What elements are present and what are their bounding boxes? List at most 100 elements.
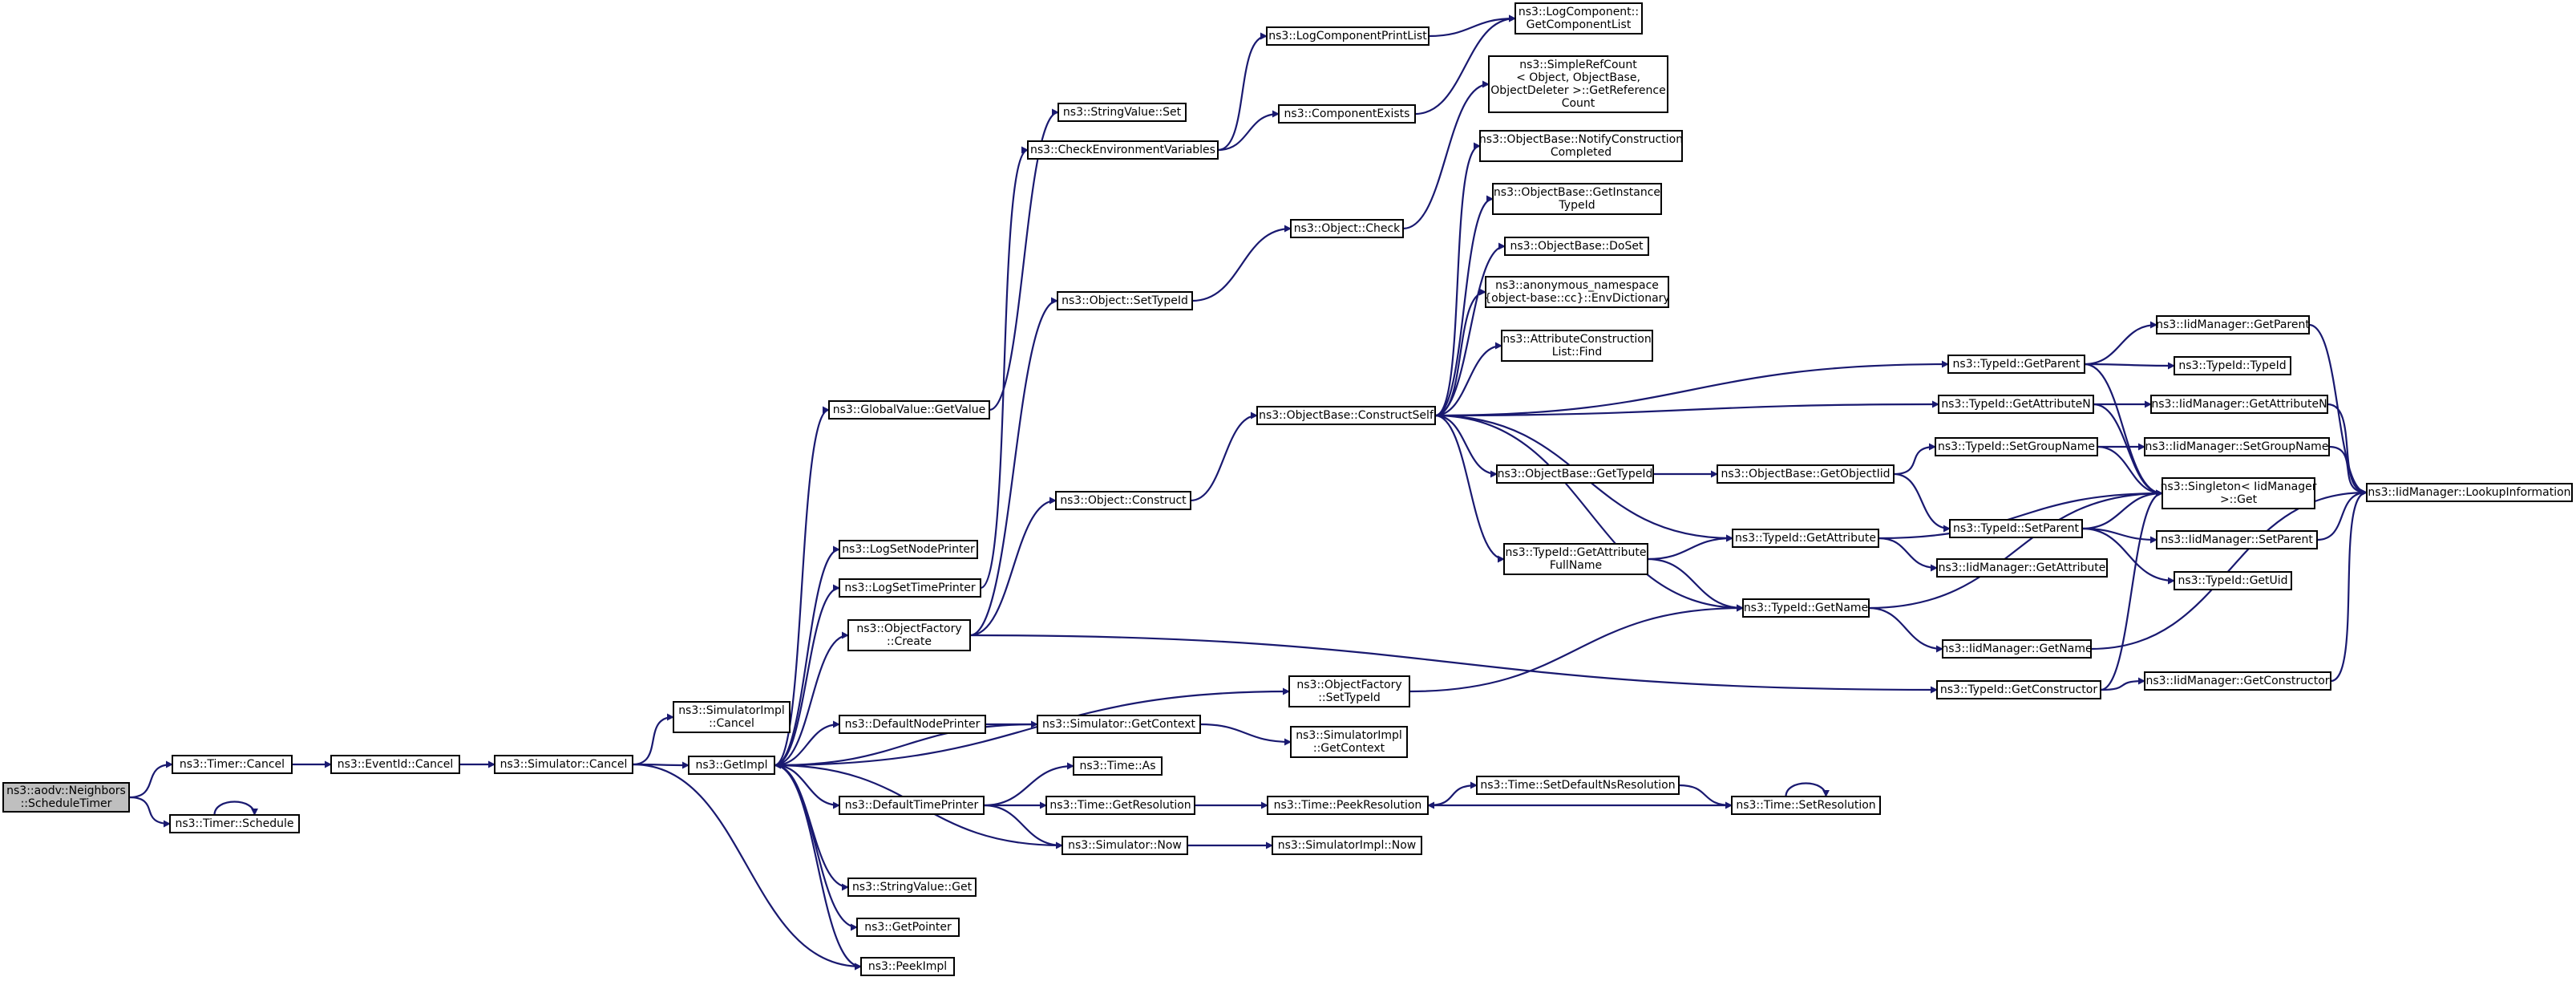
node-label: ns3::TypeId::TypeId	[2178, 359, 2286, 372]
node-typeid-getattribute[interactable]: ns3::TypeId::GetAttribute	[1732, 529, 1879, 548]
node-objectbase-gettypeid[interactable]: ns3::ObjectBase::GetTypeId	[1496, 464, 1654, 484]
node-box	[1288, 675, 1410, 707]
node-simulatorimpl-getcontext[interactable]: ns3::SimulatorImpl::GetContext	[1290, 726, 1408, 758]
node-simulatorimpl-cancel[interactable]: ns3::SimulatorImpl::Cancel	[673, 701, 791, 733]
node-label: ns3::Singleton< IidManager	[2161, 480, 2317, 493]
node-logcomponentprintlist[interactable]: ns3::LogComponentPrintList	[1266, 26, 1430, 46]
node-box	[1037, 715, 1201, 734]
node-peekimpl[interactable]: ns3::PeekImpl	[860, 957, 955, 976]
node-label: ns3::ObjectFactory	[1296, 679, 1401, 691]
node-objectfactory-settypeid[interactable]: ns3::ObjectFactory::SetTypeId	[1288, 675, 1410, 707]
node-timer-cancel[interactable]: ns3::Timer::Cancel	[172, 755, 293, 774]
node-box	[2150, 395, 2328, 414]
node-label: ::ScheduleTimer	[21, 797, 112, 810]
node-typeid-setgroupname[interactable]: ns3::TypeId::SetGroupName	[1935, 437, 2098, 456]
node-logsetnodeprinter[interactable]: ns3::LogSetNodePrinter	[839, 540, 978, 559]
node-label: ::Create	[887, 635, 932, 648]
node-iidmanager-setgroupname[interactable]: ns3::IidManager::SetGroupName	[2144, 437, 2330, 456]
node-iidmanager-getname[interactable]: ns3::IidManager::GetName	[1941, 639, 2093, 659]
node-objectfactory-create[interactable]: ns3::ObjectFactory::Create	[847, 619, 971, 651]
edge-getimpl-to-objectfactory-settypeid	[774, 687, 1290, 767]
node-typeid-typeid[interactable]: ns3::TypeId::TypeId	[2174, 356, 2291, 375]
node-iidmanager-setparent[interactable]: ns3::IidManager::SetParent	[2156, 530, 2318, 549]
node-box	[1266, 26, 1430, 46]
node-label: ns3::StringValue::Set	[1063, 106, 1182, 119]
node-label: ns3::Simulator::Now	[1068, 839, 1182, 852]
node-getimpl[interactable]: ns3::GetImpl	[688, 756, 775, 775]
node-objectbase-constructself[interactable]: ns3::ObjectBase::ConstructSelf	[1256, 406, 1436, 425]
node-time-setresolution[interactable]: ns3::Time::SetResolution	[1731, 796, 1881, 815]
node-checkenvvars[interactable]: ns3::CheckEnvironmentVariables	[1027, 140, 1219, 160]
node-box	[1062, 836, 1188, 855]
node-label: ns3::Time::PeekResolution	[1274, 799, 1422, 812]
edge-objectbase-getobjectiid-to-typeid-setgroupname	[1893, 443, 1936, 476]
node-label: ns3::TypeId::GetAttribute	[1506, 546, 1647, 559]
node-object-check[interactable]: ns3::Object::Check	[1290, 219, 1404, 238]
node-simulatorimpl-now[interactable]: ns3::SimulatorImpl::Now	[1272, 836, 1422, 855]
node-simulator-cancel[interactable]: ns3::Simulator::Cancel	[494, 755, 633, 774]
node-time-getresolution[interactable]: ns3::Time::GetResolution	[1045, 796, 1195, 815]
node-label: ::GetContext	[1313, 742, 1385, 755]
node-object-settypeid[interactable]: ns3::Object::SetTypeId	[1057, 291, 1193, 310]
node-label: ns3::TypeId::GetUid	[2178, 574, 2287, 587]
node-time-as[interactable]: ns3::Time::As	[1073, 756, 1163, 776]
node-doset[interactable]: ns3::ObjectBase::DoSet	[1504, 237, 1649, 256]
edge-objectbase-constructself-to-typeid-getparent	[1434, 360, 1949, 417]
node-iidmanager-lookupinformation[interactable]: ns3::IidManager::LookupInformation	[2366, 483, 2573, 502]
node-simplerefcount[interactable]: ns3::SimpleRefCount< Object, ObjectBase,…	[1488, 55, 1668, 113]
node-simulator-getcontext[interactable]: ns3::Simulator::GetContext	[1037, 715, 1201, 734]
node-iidmanager-getattribute[interactable]: ns3::IidManager::GetAttribute	[1936, 558, 2108, 578]
node-typeid-getname[interactable]: ns3::TypeId::GetName	[1742, 598, 1870, 618]
node-typeid-getattributen[interactable]: ns3::TypeId::GetAttributeN	[1938, 395, 2094, 414]
node-schedule-timer[interactable]: ns3::aodv::Neighbors::ScheduleTimer	[2, 782, 130, 813]
node-label: ns3::SimulatorImpl::Now	[1278, 839, 1417, 852]
edge-getimpl-to-peekimpl	[774, 764, 862, 971]
node-label: ns3::GetPointer	[864, 921, 952, 934]
node-stringvalue-get[interactable]: ns3::StringValue::Get	[847, 878, 977, 897]
node-typeid-getconstructor[interactable]: ns3::TypeId::GetConstructor	[1936, 680, 2101, 699]
node-envdictionary[interactable]: ns3::anonymous_namespace{object-base::cc…	[1484, 276, 1670, 308]
node-globalvalue-getvalue[interactable]: ns3::GlobalValue::GetValue	[828, 400, 990, 420]
edge-getimpl-to-logsettimeprinter	[774, 584, 840, 767]
node-box	[1267, 796, 1429, 815]
node-defaultnodeprinter[interactable]: ns3::DefaultNodePrinter	[839, 715, 986, 734]
node-notifyconstruction[interactable]: ns3::ObjectBase::NotifyConstructionCompl…	[1479, 130, 1683, 162]
edge-objectbase-constructself-to-doset	[1434, 242, 1506, 417]
node-box	[856, 918, 960, 937]
node-typeid-getparent[interactable]: ns3::TypeId::GetParent	[1947, 355, 2085, 374]
node-box	[2161, 477, 2315, 509]
node-typeid-setparent[interactable]: ns3::TypeId::SetParent	[1949, 519, 2083, 538]
node-logcomponent-getcomponentlist[interactable]: ns3::LogComponent::GetComponentList	[1514, 2, 1643, 34]
node-timer-schedule[interactable]: ns3::Timer::Schedule	[169, 814, 300, 833]
node-box	[828, 400, 990, 420]
node-stringvalue-set[interactable]: ns3::StringValue::Set	[1057, 103, 1187, 122]
node-defaulttimeprinter[interactable]: ns3::DefaultTimePrinter	[839, 796, 985, 815]
node-label: ns3::IidManager::GetAttribute	[1939, 561, 2106, 574]
node-iidmanager-getattributen[interactable]: ns3::IidManager::GetAttributeN	[2150, 395, 2328, 414]
node-label: ns3::TypeId::GetName	[1744, 602, 1868, 614]
edge-typeid-setgroupname-to-singleton-get	[2097, 445, 2163, 497]
node-typeid-getuid[interactable]: ns3::TypeId::GetUid	[2174, 571, 2292, 590]
node-time-peekresolution[interactable]: ns3::Time::PeekResolution	[1267, 796, 1429, 815]
node-iidmanager-getparent[interactable]: ns3::IidManager::GetParent	[2156, 315, 2310, 334]
node-objectbase-getobjectiid[interactable]: ns3::ObjectBase::GetObjectIid	[1717, 464, 1895, 484]
node-object-construct[interactable]: ns3::Object::Construct	[1055, 491, 1191, 510]
node-label: GetComponentList	[1527, 18, 1632, 31]
node-label: ns3::ComponentExists	[1284, 107, 1410, 120]
node-eventid-cancel[interactable]: ns3::EventId::Cancel	[330, 755, 460, 774]
node-logsettimeprinter[interactable]: ns3::LogSetTimePrinter	[839, 578, 981, 598]
node-singleton-get[interactable]: ns3::Singleton< IidManager>::Get	[2161, 477, 2317, 509]
node-simulator-now[interactable]: ns3::Simulator::Now	[1062, 836, 1188, 855]
edge-componentexists-to-logcomponent-getcomponentlist	[1414, 14, 1516, 116]
node-getpointer[interactable]: ns3::GetPointer	[856, 918, 960, 937]
edge-objectbase-constructself-to-typeid-getname	[1434, 414, 1744, 612]
node-componentexists[interactable]: ns3::ComponentExists	[1278, 104, 1416, 124]
node-iidmanager-getconstructor[interactable]: ns3::IidManager::GetConstructor	[2144, 671, 2331, 691]
node-time-setdefaultnsresolution[interactable]: ns3::Time::SetDefaultNsResolution	[1476, 776, 1680, 795]
node-box	[2174, 356, 2291, 375]
node-label: ns3::Time::SetDefaultNsResolution	[1480, 779, 1675, 792]
